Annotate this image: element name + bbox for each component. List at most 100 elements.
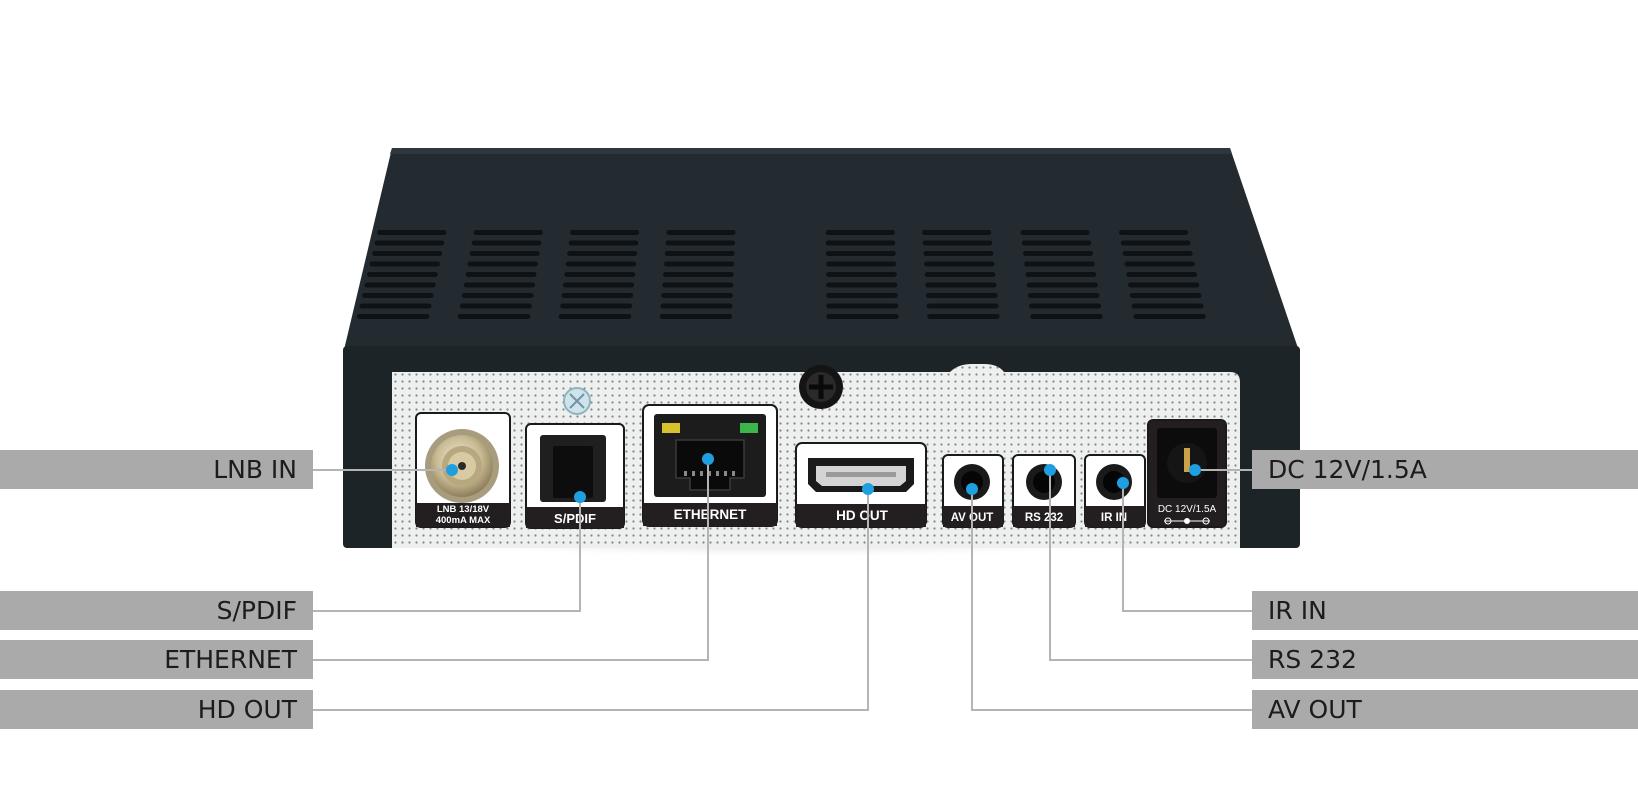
lnb-port-label-2: 400mA MAX [436,515,491,526]
vent-slot [924,272,996,277]
vent-slot [825,230,895,235]
lnb-port-label-1: LNB 13/18V [437,504,490,515]
port-markers [446,453,1201,503]
marker-hd-out [862,483,874,495]
callout-ir-in-text: IR IN [1268,596,1327,625]
av-out-port: AV OUT [942,454,1004,528]
vent-slot [923,251,994,256]
vent-slot [926,303,999,309]
vent-slot [825,240,896,246]
ethernet-port: ETHERNET [642,404,778,527]
vent-slot [471,240,542,246]
vent-slot [356,314,430,319]
callout-hd-out: HD OUT [0,690,313,729]
callout-spdif: S/PDIF [0,591,313,630]
vent-slot [1128,282,1200,288]
vent-slot [927,314,1000,319]
vent-slot [1119,230,1189,235]
callout-lnb-in-text: LNB IN [213,455,297,484]
vent-slot [558,314,632,319]
vent-slot [663,272,734,277]
vent-slot [1025,272,1097,277]
vent-slot [359,303,432,309]
vent-slot [825,261,897,267]
vent-slot [467,261,539,267]
vent-slot [369,261,441,267]
vent-slot [659,314,733,319]
callout-spdif-text: S/PDIF [216,596,297,625]
callout-ethernet-text: ETHERNET [164,645,297,674]
marker-ethernet [702,453,714,465]
screw-icon [799,365,843,409]
vent-slot [666,230,736,235]
callout-av-out-text: AV OUT [1268,695,1362,724]
vent-slot [662,282,734,288]
vent-slot [1129,293,1202,298]
vent-slot [826,303,899,309]
vent-slot [1030,314,1103,319]
vent-slot [463,282,535,288]
vent-slot [1024,261,1095,267]
vent-slot [374,240,445,246]
rs232-port-label: RS 232 [1025,512,1063,524]
vent-slot [825,251,896,256]
hd-out-port-label: HD OUT [836,508,888,523]
leader-spdif [313,497,581,612]
vent-slot [562,282,635,288]
case-top [343,148,1300,354]
leader-av-out [971,489,1252,711]
vent-slot [1120,240,1191,246]
marker-av-out [966,483,978,495]
vent-slot [1126,272,1198,277]
vent-slot [1124,261,1195,267]
vent-slot [826,282,898,288]
leader-ethernet [313,459,709,661]
callout-dc-power-text: DC 12V/1.5A [1268,455,1427,484]
vent-slot [459,303,532,309]
vent-slot [569,230,640,235]
vent-slot [1022,251,1093,256]
vent-slot [826,314,899,319]
vent-slot [922,230,992,235]
vent-slot [1021,240,1092,246]
marker-spdif [574,491,586,503]
vent-slot [664,251,735,256]
vent-slot [473,230,543,235]
vent-slot [661,293,733,298]
marker-rs232 [1044,464,1056,476]
dc-port-label: DC 12V/1.5A [1158,504,1217,515]
vent-slot [457,314,531,319]
vent-slots [356,230,1206,319]
callout-rs232: RS 232 [1252,640,1638,679]
callout-lnb-in: LNB IN [0,450,313,489]
vent-slot [923,261,995,267]
vent-slot [1029,303,1102,309]
dc-power-port: DC 12V/1.5A [1147,419,1227,528]
callout-dc-power: DC 12V/1.5A [1252,450,1638,489]
vent-slot [825,272,897,277]
vent-slot [665,240,736,246]
vent-slot [372,251,443,256]
vent-slot [925,293,998,298]
vent-slot [660,303,733,309]
vent-slot [561,293,634,298]
marker-lnb-in [446,464,458,476]
marker-dc [1189,464,1201,476]
vent-slot [469,251,540,256]
callout-hd-out-text: HD OUT [197,695,297,724]
leader-ir-in [1122,483,1252,612]
ir-in-port-label: IR IN [1101,512,1127,524]
spdif-port-label: S/PDIF [554,511,596,526]
hd-out-port: HD OUT [795,442,927,528]
vent-slot [564,272,636,277]
vent-slot [461,293,534,298]
vent-slot [1122,251,1193,256]
vent-slot [925,282,997,288]
vent-slot [826,293,898,298]
vent-slot [1027,293,1100,298]
rs232-port: RS 232 [1012,454,1076,528]
callout-rs232-text: RS 232 [1268,645,1357,674]
vent-slot [1133,314,1206,319]
leader-rs232 [1049,470,1252,661]
vent-slot [377,230,447,235]
